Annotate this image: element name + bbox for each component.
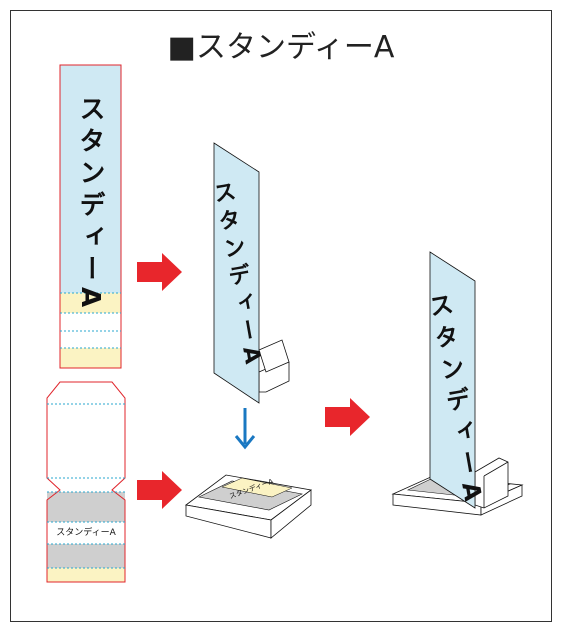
flat-sheet-label: スタンディーA <box>75 95 105 313</box>
arrow-base-to-fold <box>137 471 182 509</box>
arrow-sheet-to-fold <box>137 253 182 291</box>
arrow-to-assembled <box>325 398 370 436</box>
assembled-standee: スタンディーA <box>391 251 524 516</box>
arrow-insert-down <box>234 408 256 450</box>
flat-base-sheet: スタンディーA <box>46 381 126 583</box>
folded-standee: スタンディーA <box>208 142 290 404</box>
flat-base-label: スタンディーA <box>56 526 116 538</box>
diagram-title: ■スタンディーA <box>167 30 395 65</box>
folded-base: スタンディーA <box>185 474 312 539</box>
flat-standee-sheet: スタンディーA <box>59 64 122 369</box>
outer-frame <box>10 10 552 622</box>
